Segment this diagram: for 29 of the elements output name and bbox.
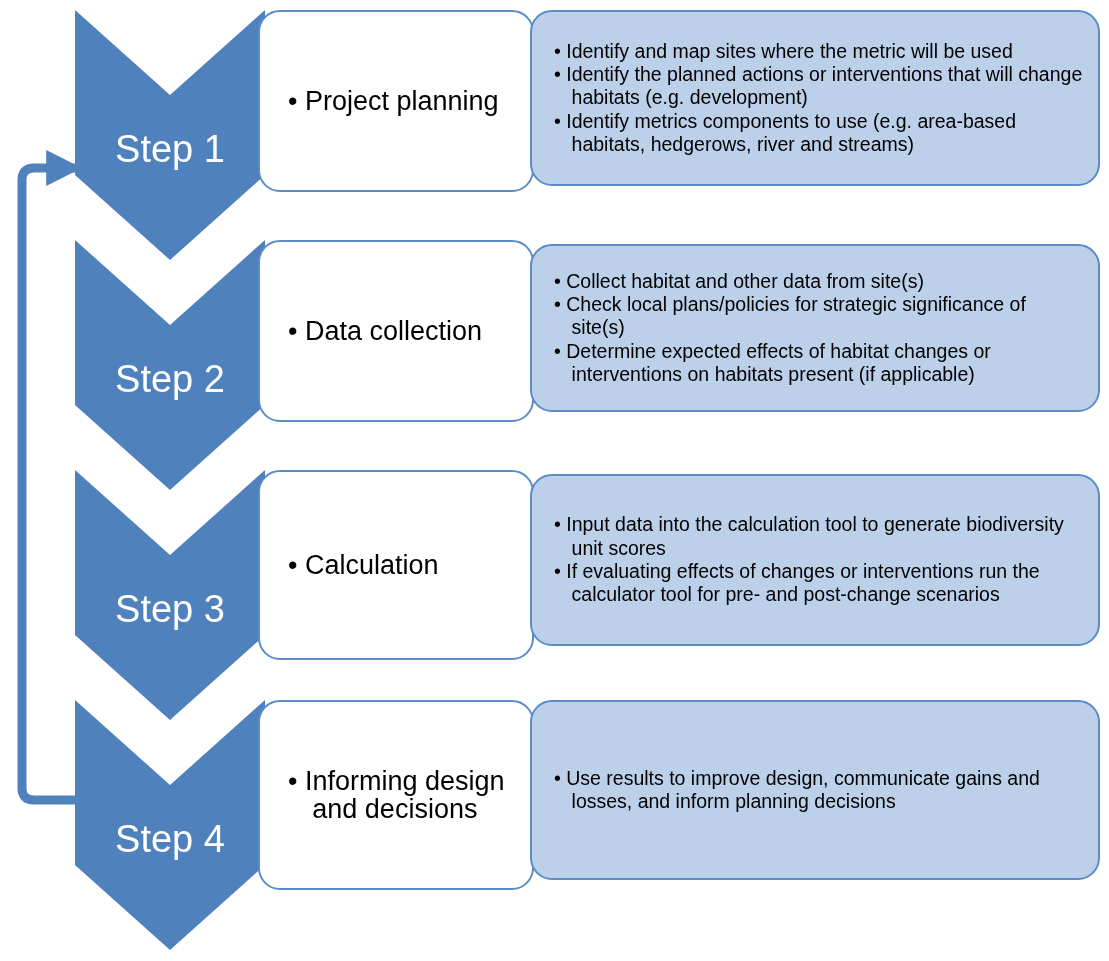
step-label: Step 3: [114, 588, 226, 631]
bullet-text: • Identify and map sites where the metric will be used: [554, 39, 1014, 63]
stage-box: [258, 240, 534, 422]
bullet-text: • Identify metrics components to use (e.g. area-based habitats, hedgerows, river and streams): [554, 109, 1018, 157]
step-banner: [75, 240, 265, 490]
stage-box: [258, 700, 534, 890]
bullet-text: • Project planning: [288, 86, 499, 116]
bullet-text: • Data collection: [288, 316, 483, 346]
task-box: [530, 10, 1100, 186]
task-box: [530, 474, 1100, 646]
bullet-text: • Use results to improve design, communicate gains and losses, and inform planning decisions: [554, 766, 1041, 814]
stage-box: [258, 10, 534, 192]
bullet-text: • Calculation: [288, 550, 440, 580]
step-banner: [75, 700, 265, 950]
bullet-text: • Determine expected effects of habitat changes or interventions on habitats present (if applicable): [554, 339, 992, 387]
task-box: [530, 700, 1100, 880]
bullet-text: • Check local plans/policies for strategic significance of site(s): [554, 292, 1027, 340]
stage-box: [258, 470, 534, 660]
step-label: Step 4: [114, 818, 226, 861]
task-box: [530, 244, 1100, 412]
bullet-text: • Informing design and decisions: [288, 766, 506, 824]
bullet-text: • Collect habitat and other data from site(s): [554, 269, 925, 293]
step-banner: [75, 10, 265, 260]
step-label: Step 1: [114, 128, 226, 171]
bullet-text: • Input data into the calculation tool to generate biodiversity unit scores: [554, 513, 1065, 560]
step-label: Step 2: [114, 358, 226, 401]
bullet-text: • Identify the planned actions or interventions that will change habitats (e.g. development): [554, 62, 1084, 110]
bullet-text: • If evaluating effects of changes or interventions run the calculator tool for pre- and post-change scenarios: [554, 560, 1041, 607]
step-banner: [75, 470, 265, 720]
